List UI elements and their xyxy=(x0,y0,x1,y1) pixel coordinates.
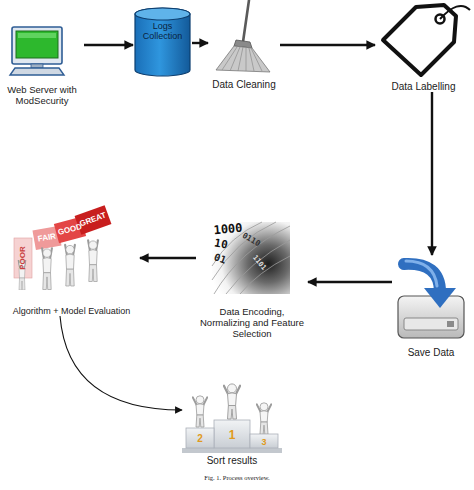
screen-highlight xyxy=(18,33,56,38)
monitor-icon xyxy=(10,27,64,75)
node-text-block: Web Server with ModSecurity xyxy=(0,85,84,107)
flow-arrow xyxy=(308,281,392,283)
save-arrow-head xyxy=(424,288,456,308)
podium-illustration xyxy=(182,384,282,453)
podium-base xyxy=(182,448,282,453)
binary-digits: 1000 xyxy=(213,222,243,236)
bristle-lines xyxy=(222,47,262,71)
runner-up-figure xyxy=(193,396,207,427)
drive-light xyxy=(447,321,454,327)
node-label: Save Data xyxy=(392,347,470,359)
flow-arrow xyxy=(84,44,133,46)
node-label: Data Labelling xyxy=(375,81,472,93)
result-node: Sort results xyxy=(182,372,282,466)
drive-slot xyxy=(404,318,458,330)
third-figure xyxy=(257,403,271,434)
flow-arrow xyxy=(192,42,208,44)
podium-number: 2 xyxy=(197,434,203,444)
node-label: Logs Collection xyxy=(133,21,192,42)
figure-caption: Fig. 1. Process overview. xyxy=(0,474,474,481)
flow-arrow xyxy=(431,92,433,255)
tunnel-image xyxy=(212,222,290,294)
node-text-block: Data Encoding, Normalizing and Feature S… xyxy=(196,307,308,340)
monitor-bezel xyxy=(12,27,62,64)
podium-first xyxy=(214,420,250,448)
puzzle-illustration xyxy=(14,205,111,290)
tag-outline xyxy=(383,5,456,75)
node-label: Web Server with ModSecurity xyxy=(0,85,84,107)
winner-figure xyxy=(224,384,240,419)
flow-arrow xyxy=(60,316,182,410)
save-icon xyxy=(398,261,464,338)
node-text-block: Logs Collection xyxy=(133,21,192,42)
database-cylinder xyxy=(135,8,190,76)
node-label: Algorithm + Model Evaluation xyxy=(3,306,140,316)
node-text-block: Sort results xyxy=(182,455,282,467)
flow-arrow xyxy=(140,257,196,259)
figure xyxy=(65,245,75,286)
block-word: POOR xyxy=(19,246,27,270)
podium-number: 3 xyxy=(261,438,266,447)
cylinder-top xyxy=(135,8,190,20)
save-arrow-highlight xyxy=(406,261,437,286)
figure xyxy=(88,240,98,281)
tag-string xyxy=(440,6,470,19)
binary-digits: 10 xyxy=(214,237,229,250)
podium-second xyxy=(186,428,214,448)
node-text-block: Data Labelling xyxy=(375,81,472,93)
broom-handle xyxy=(243,0,249,42)
podium-number: 1 xyxy=(229,429,236,441)
broom-icon xyxy=(216,0,270,72)
node-text-block: Save Data xyxy=(392,347,470,359)
node-label: Sort results xyxy=(182,455,282,467)
server-node: Web Server with ModSecurity xyxy=(0,25,84,107)
binary-tunnel xyxy=(212,222,290,294)
process-node: Data Cleaning xyxy=(208,0,280,90)
keyboard xyxy=(10,68,64,75)
flow-arrow xyxy=(280,44,375,46)
node-label: Data Cleaning xyxy=(208,79,280,91)
podium-third xyxy=(250,434,278,448)
node-text-block: Data Cleaning xyxy=(208,79,280,91)
node-text-block: Algorithm + Model Evaluation xyxy=(3,306,140,316)
database-node: Logs Collection xyxy=(133,8,192,76)
monitor-screen xyxy=(16,31,58,58)
cylinder-body xyxy=(135,8,190,76)
tunnel-lines xyxy=(212,222,290,294)
storage-node: Save Data xyxy=(392,255,470,358)
drive-box xyxy=(398,296,464,338)
process-node: Data Labelling xyxy=(375,0,472,92)
figure xyxy=(42,248,52,289)
broom-bristles xyxy=(216,46,270,72)
tag-icon xyxy=(383,5,470,75)
node-label: Data Encoding, Normalizing and Feature S… xyxy=(196,307,308,340)
